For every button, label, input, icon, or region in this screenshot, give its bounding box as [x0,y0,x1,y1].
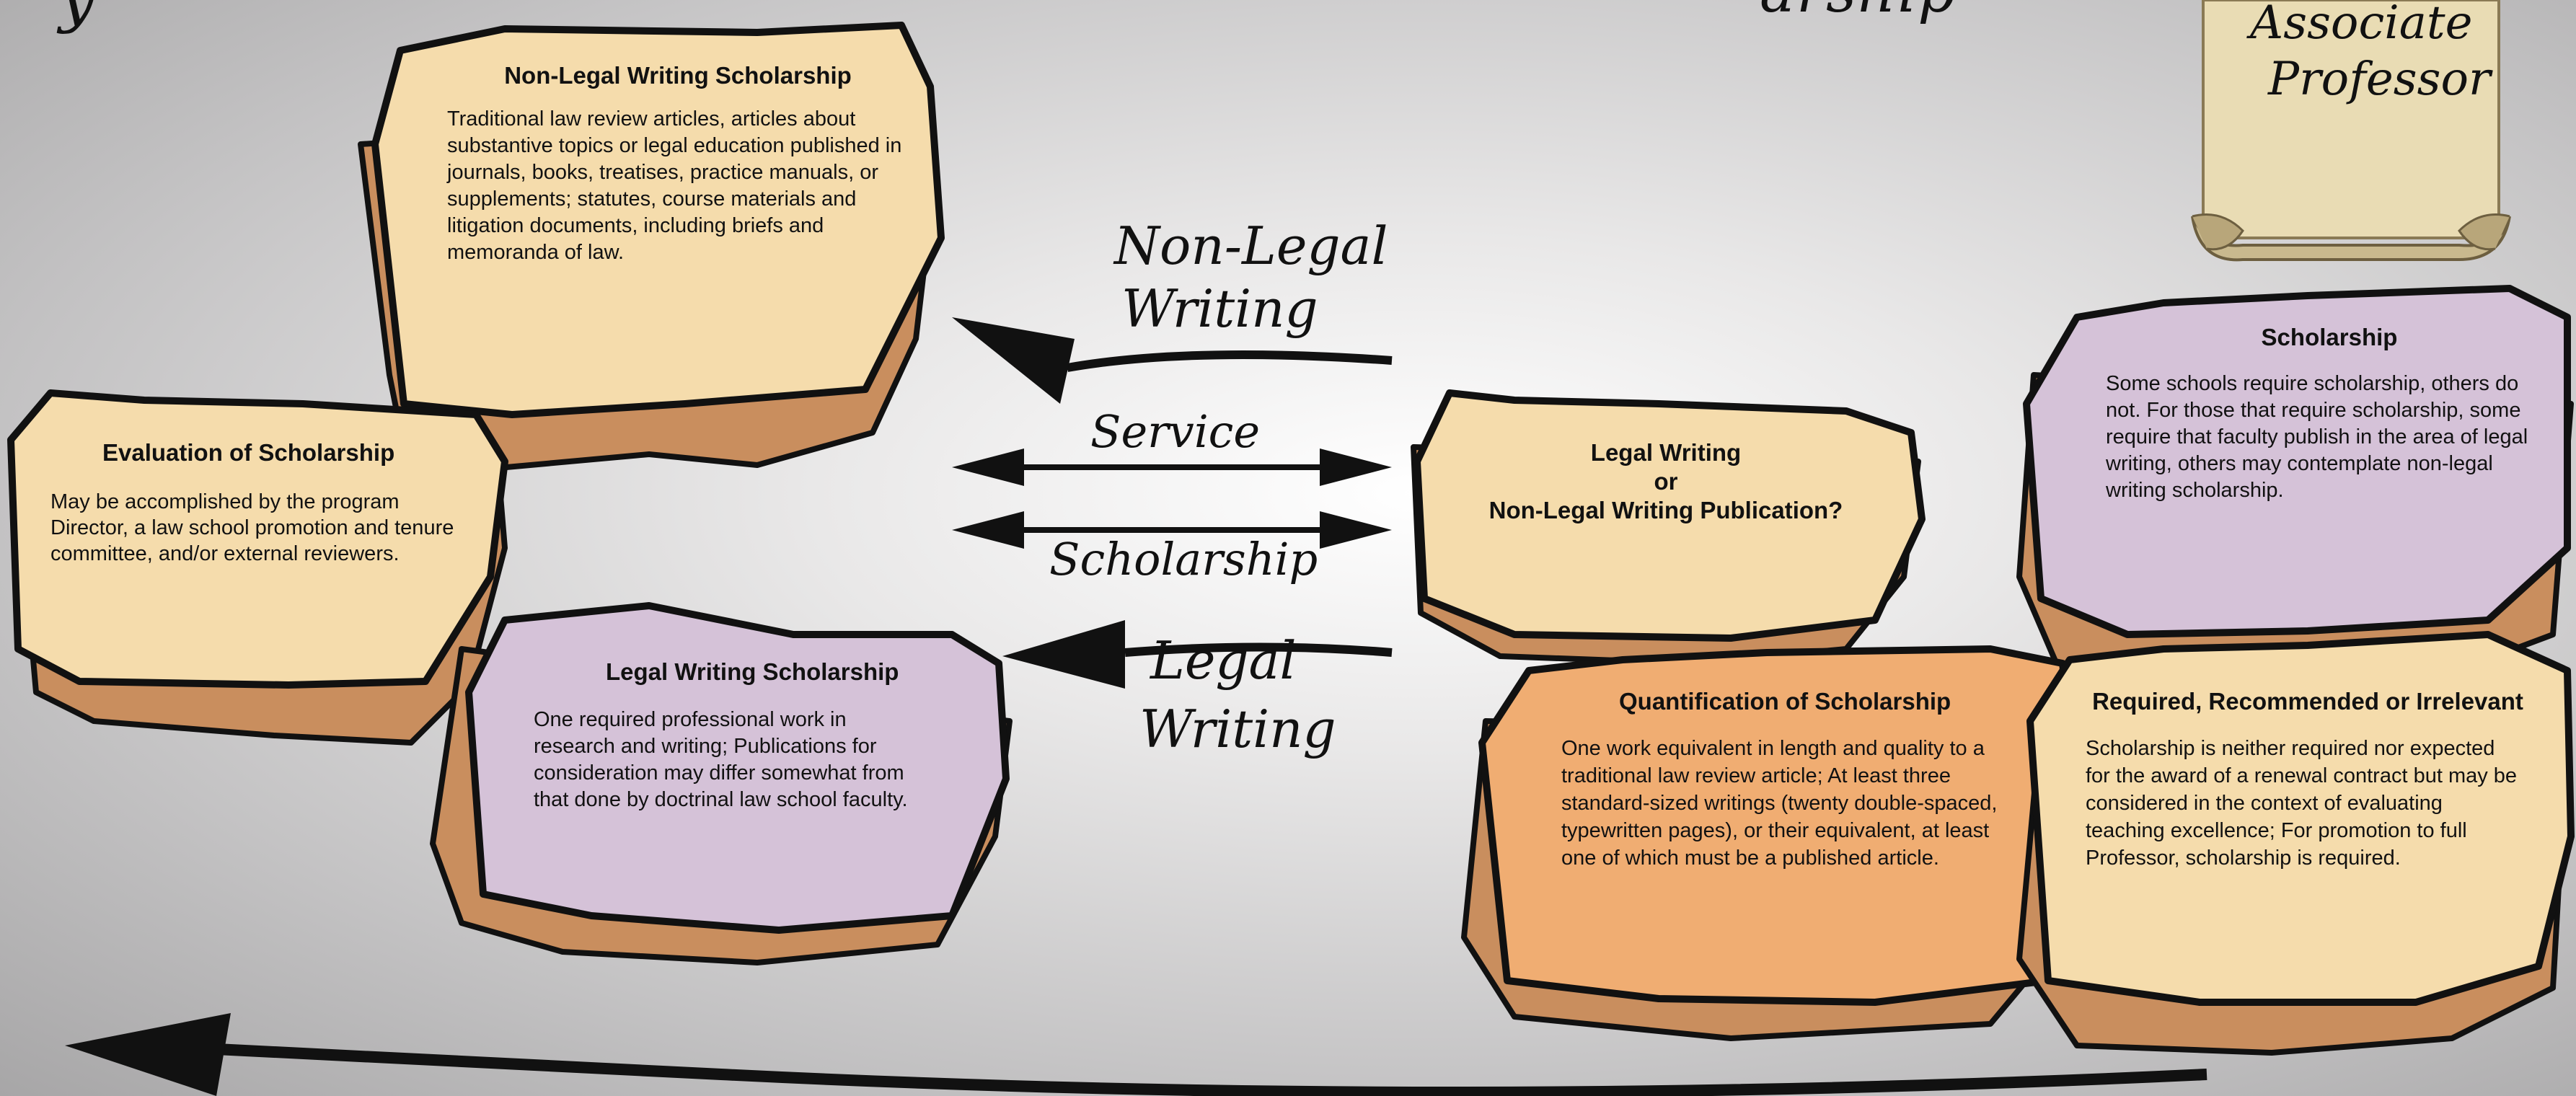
scholarship-title: Scholarship [2261,324,2398,350]
required-recommended-irrelevant-card: Required, Recommended or Irrelevant Scho… [2070,687,2546,872]
legal-writing-scholarship-body: One required professional work in resear… [534,708,908,811]
non-legal-writing-scholarship-body: Traditional law review articles, article… [447,107,902,264]
service-double-arrow [952,448,1392,486]
publication-question-rock [1411,389,1926,666]
arrow-label-scholarship: Scholarship [1049,533,1318,585]
evaluation-of-scholarship-body: May be accomplished by the program Direc… [50,490,454,565]
quantification-of-scholarship-body: One work equivalent in length and qualit… [1561,737,1998,870]
non-legal-writing-arrow [952,317,1393,404]
arrow-label-service: Service [1090,405,1261,458]
publication-question-card: Legal Writing or Non-Legal Writing Publi… [1435,438,1897,525]
scholarship-card: Scholarship Some schools require scholar… [2106,323,2553,504]
quantification-of-scholarship-title: Quantification of Scholarship [1619,688,1951,715]
evaluation-of-scholarship-rock [7,389,508,746]
scholarship-body: Some schools require scholarship, others… [2106,372,2528,502]
arrow-label-non-legal: Non-Legal [1114,216,1388,276]
quantification-of-scholarship-rock [1461,645,2088,1041]
non-legal-writing-scholarship-card: Non-Legal Writing Scholarship Traditiona… [447,61,909,266]
scroll-label-professor: Professor [2268,53,2491,106]
scholarship-rock [2016,285,2574,688]
quantification-of-scholarship-card: Quantification of Scholarship One work e… [1561,687,2023,872]
scroll-label-associate: Associate [2250,0,2473,50]
non-legal-writing-scholarship-title: Non-Legal Writing Scholarship [504,62,852,89]
evaluation-of-scholarship-title: Evaluation of Scholarship [102,439,395,466]
bottom-timeline-arrow [65,1013,2207,1096]
legal-writing-arrow [1002,620,1393,689]
publication-question-line1: Legal Writing [1590,439,1742,466]
cropped-header-left: y [59,0,96,30]
legal-writing-scholarship-title: Legal Writing Scholarship [606,658,899,685]
scholarship-double-arrow [952,511,1392,549]
evaluation-of-scholarship-card: Evaluation of Scholarship May be accompl… [50,438,469,567]
publication-question-line2: or [1654,468,1678,495]
associate-professor-scroll [2191,0,2511,262]
required-recommended-irrelevant-body: Scholarship is neither required nor expe… [2086,737,2518,870]
non-legal-writing-scholarship-rock [358,22,945,472]
required-recommended-irrelevant-title: Required, Recommended or Irrelevant [2092,688,2523,715]
required-recommended-irrelevant-rock [2016,631,2575,1056]
arrow-label-legal-writing: Writing [1139,699,1336,759]
arrow-label-legal: Legal [1150,630,1297,691]
legal-writing-scholarship-rock [430,602,1013,965]
arrow-label-non-legal-writing: Writing [1121,278,1318,339]
legal-writing-scholarship-card: Legal Writing Scholarship One required p… [534,658,938,813]
publication-question-line3: Non-Legal Writing Publication? [1488,497,1843,523]
cropped-header-center: arship [1760,0,1957,22]
